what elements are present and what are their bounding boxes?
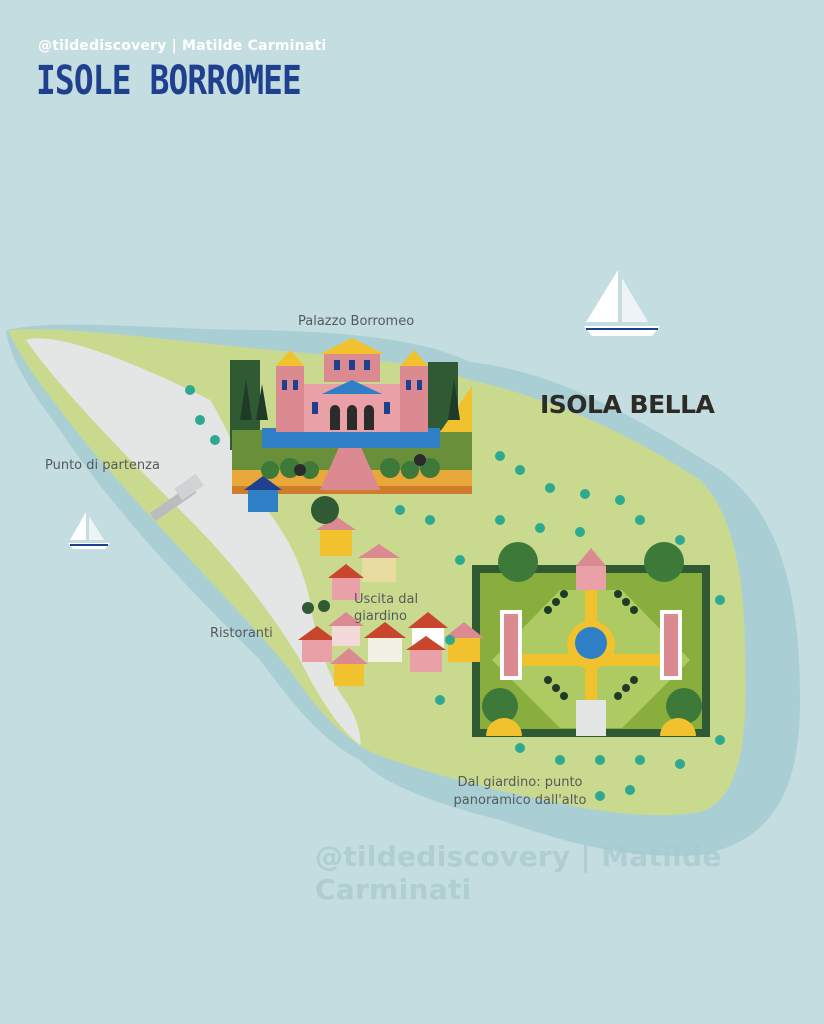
label-ristoranti: Ristoranti bbox=[210, 626, 273, 641]
label-punto-di-partenza: Punto di partenza bbox=[45, 458, 160, 473]
dark-trees bbox=[302, 496, 339, 614]
sailboat-left bbox=[68, 512, 110, 549]
label-uscita-dal-giardino: Uscita dal giardino bbox=[354, 592, 419, 624]
label-punto-panoramico: Dal giardino: punto panoramico dall'alto bbox=[453, 775, 587, 808]
island-name: ISOLA BELLA bbox=[540, 390, 715, 419]
walkway bbox=[26, 338, 361, 745]
map-title: ISOLE BORROMEE bbox=[36, 58, 302, 104]
watermark: @tildediscovery | Matilde Carminati bbox=[315, 840, 722, 906]
label-palazzo-borromeo: Palazzo Borromeo bbox=[298, 314, 415, 329]
sailboat-right bbox=[584, 270, 660, 336]
pier bbox=[149, 473, 204, 522]
scattered-trees bbox=[185, 385, 725, 801]
garden bbox=[472, 542, 710, 737]
author-credit: @tildediscovery | Matilde Carminati bbox=[38, 38, 327, 54]
village-houses bbox=[244, 476, 484, 686]
palazzo-borromeo bbox=[230, 338, 472, 494]
